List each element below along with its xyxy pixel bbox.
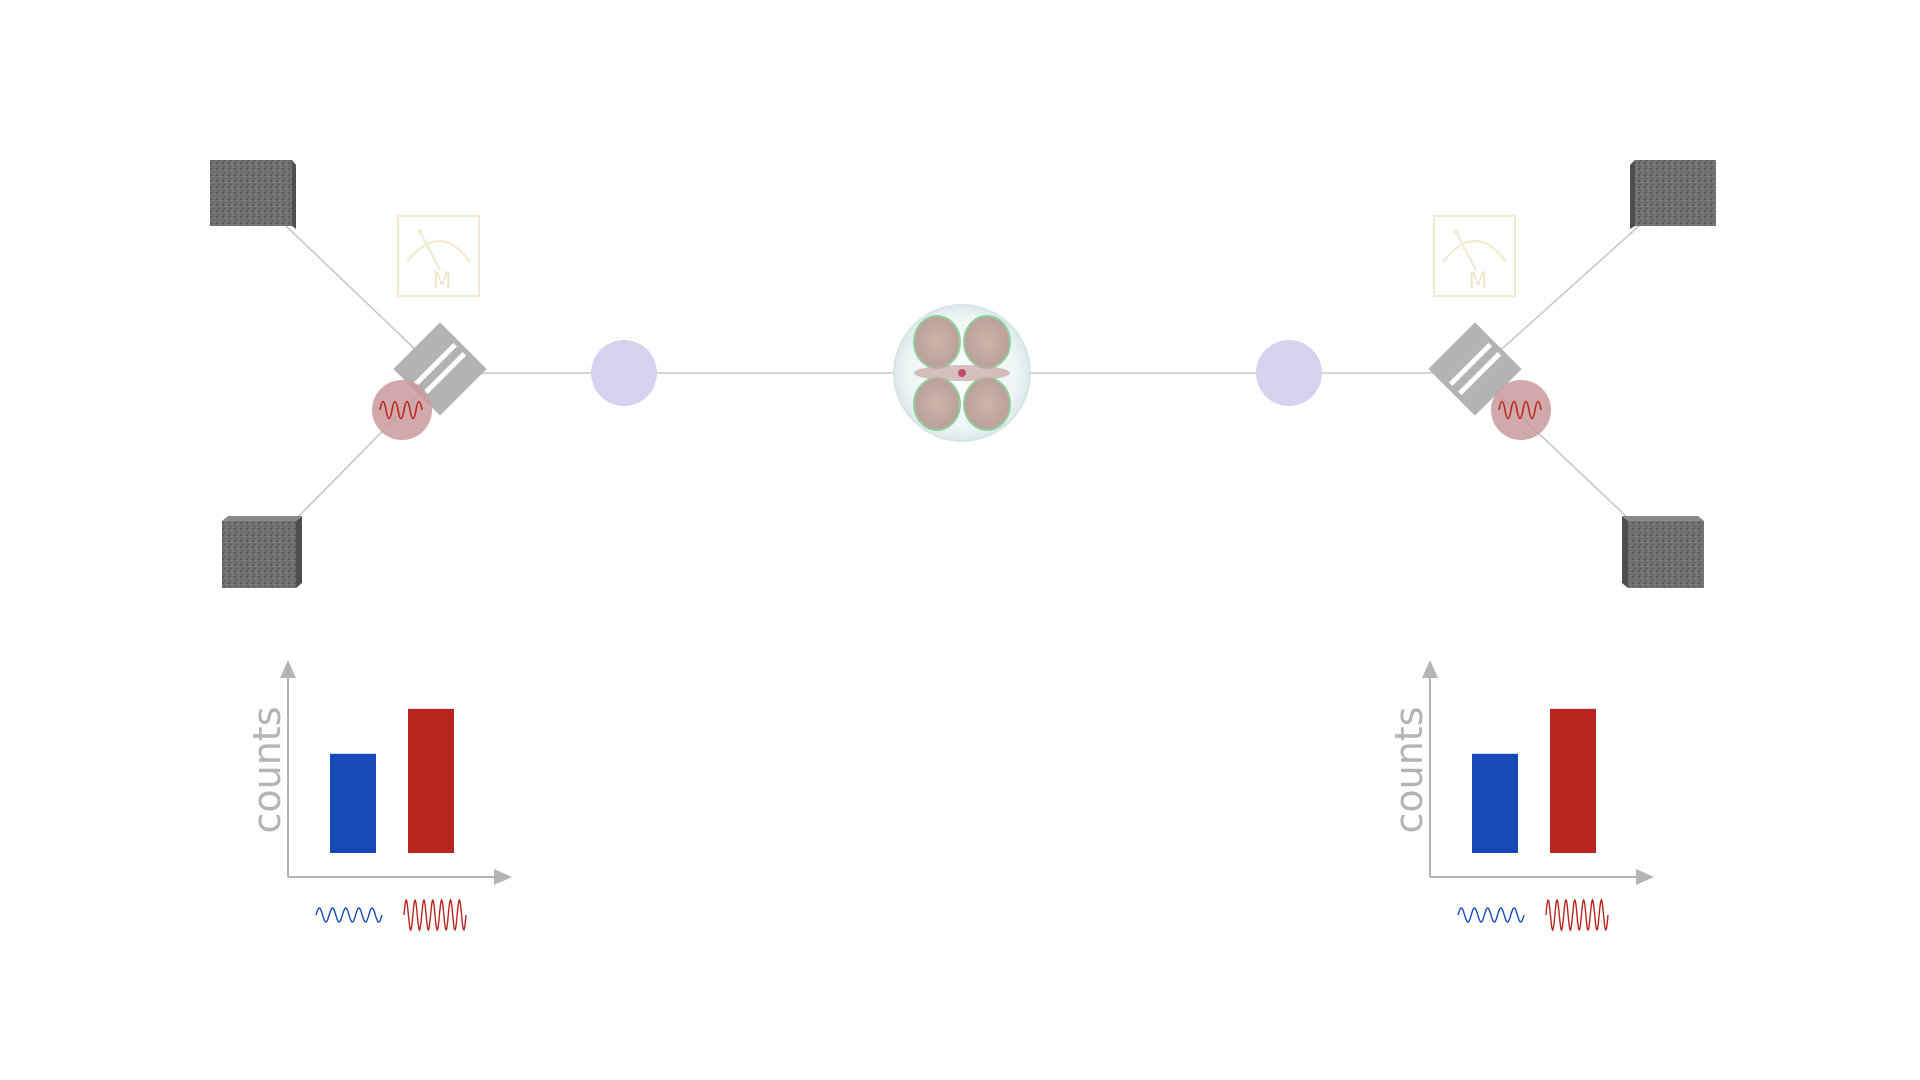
bar-high-frequency [408, 708, 454, 853]
right-upper-detector [1630, 160, 1716, 229]
tick-wave-high-frequency [1545, 898, 1609, 932]
left-counts-chart: counts [245, 660, 512, 932]
right-photon [1256, 340, 1322, 406]
left-photon [591, 340, 657, 406]
tick-wave-low-frequency [1457, 907, 1525, 923]
beam-right-upper [1474, 224, 1641, 374]
right-setup: M [1256, 160, 1716, 588]
cube-icon [1630, 160, 1716, 229]
sine-wave-icon [1498, 400, 1542, 420]
right-modulator [1491, 380, 1551, 440]
cube-icon [210, 160, 296, 229]
left-meter-letter: M [433, 269, 452, 294]
left-lower-detector [222, 516, 302, 588]
left-meter: M [397, 215, 480, 297]
right-counts-chart: counts [1387, 660, 1654, 932]
left-modulator [372, 380, 432, 440]
right-meter-letter: M [1469, 269, 1488, 294]
left-setup: M [210, 160, 657, 588]
left-upper-detector [210, 160, 296, 229]
gauge-meter-icon: M [1433, 215, 1516, 297]
y-axis-label: counts [1387, 706, 1431, 833]
bar-low-frequency [330, 753, 376, 853]
tick-wave-low-frequency [315, 907, 383, 923]
beam-lines [284, 224, 1641, 521]
sine-wave-icon [379, 400, 423, 420]
y-axis-label: counts [245, 706, 289, 833]
cube-icon [222, 516, 302, 588]
central-source [893, 304, 1031, 442]
bar-high-frequency [1550, 708, 1596, 853]
right-lower-detector [1622, 516, 1704, 588]
bar-low-frequency [1472, 753, 1518, 853]
cube-icon [1622, 516, 1704, 588]
right-meter: M [1433, 215, 1516, 297]
orbital-lobes-icon [913, 315, 1011, 431]
tick-wave-high-frequency [403, 898, 467, 932]
gauge-meter-icon: M [397, 215, 480, 297]
